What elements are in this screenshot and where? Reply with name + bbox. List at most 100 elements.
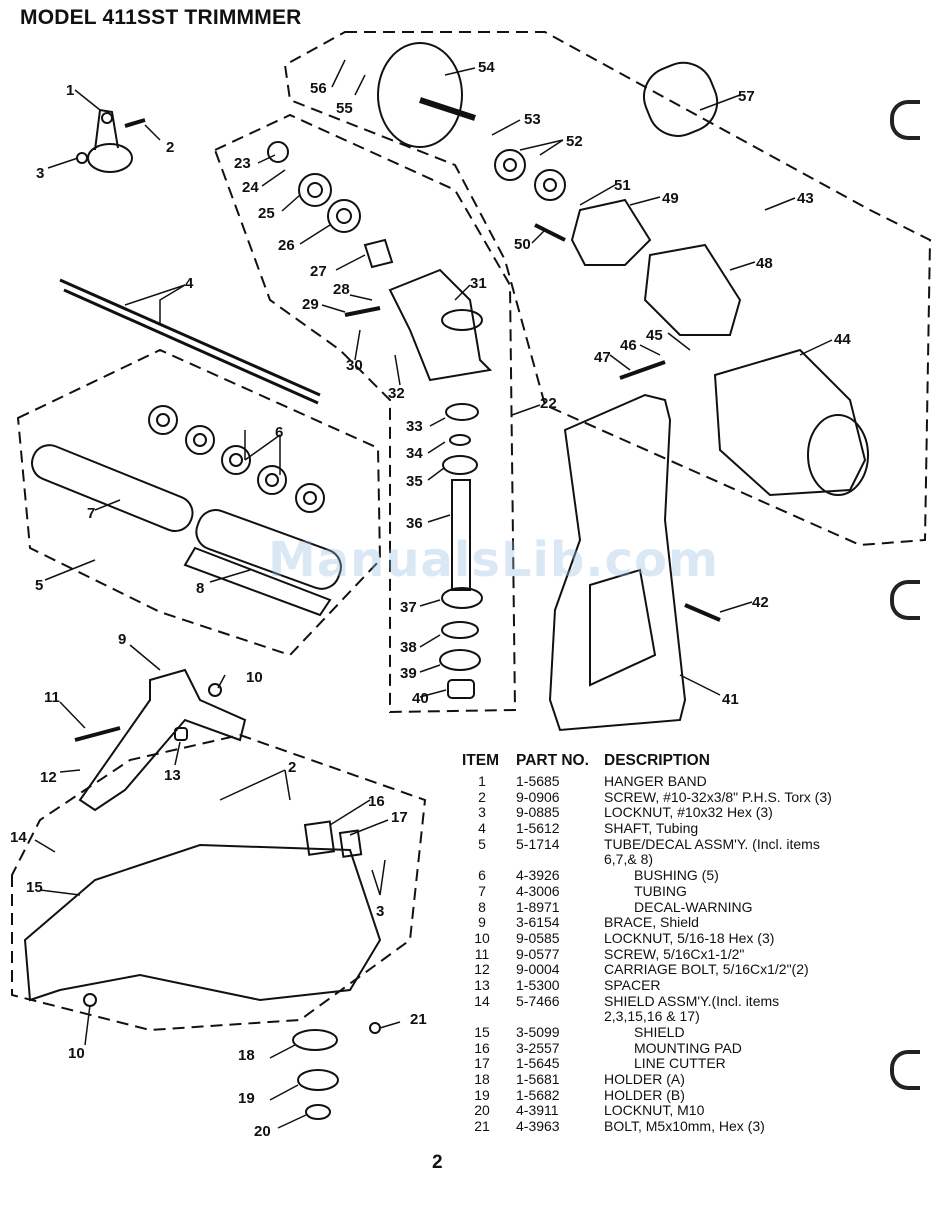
header-item: ITEM: [462, 752, 500, 769]
item-number: 16: [474, 1039, 490, 1056]
part-description: SCREW, 5/16Cx1-1/2": [604, 945, 745, 962]
item-number: 5: [478, 835, 486, 852]
callout-26: 26: [278, 237, 295, 254]
part-number: 4-3926: [516, 867, 560, 884]
part-description: 2,3,15,16 & 17): [604, 1008, 700, 1025]
callout-45: 45: [646, 327, 663, 344]
item-number: 6: [478, 867, 486, 884]
callout-34: 34: [406, 445, 423, 462]
part-number: 4-3911: [516, 1102, 559, 1119]
table-row: 2,3,15,16 & 17): [462, 1009, 902, 1025]
callout-18: 18: [238, 1047, 255, 1064]
callout-24: 24: [242, 179, 259, 196]
callout-40: 40: [412, 690, 429, 707]
part-number: 3-6154: [516, 914, 560, 931]
part-description: TUBING: [634, 882, 687, 899]
watermark: ManualsLib.com: [268, 532, 719, 588]
callout-30: 30: [346, 357, 363, 374]
part-number: 9-0004: [516, 961, 560, 978]
callout-46: 46: [620, 337, 637, 354]
callout-23: 23: [234, 155, 251, 172]
part-description: HOLDER (B): [604, 1086, 685, 1103]
part-description: HANGER BAND: [604, 773, 707, 789]
item-number: 12: [474, 961, 490, 978]
callout-6: 6: [275, 424, 283, 441]
callout-9: 9: [118, 631, 126, 648]
part-description: HOLDER (A): [604, 1071, 685, 1088]
callout-31: 31: [470, 275, 487, 292]
part-number: 4-3006: [516, 882, 560, 899]
part-number: 1-5612: [516, 820, 560, 837]
callout-13: 13: [164, 767, 181, 784]
part-number: 1-8971: [516, 898, 560, 915]
part-description: SHAFT, Tubing: [604, 820, 699, 837]
item-number: 18: [474, 1071, 490, 1088]
callout-2: 2: [166, 139, 174, 156]
item-number: 13: [474, 976, 490, 993]
callout-1: 1: [66, 82, 74, 99]
part-number: 1-5681: [516, 1071, 560, 1088]
callout-41: 41: [722, 691, 739, 708]
callout-47: 47: [594, 349, 611, 366]
part-number: 9-0585: [516, 929, 560, 946]
part-number: 3-5099: [516, 1024, 560, 1040]
item-number: 20: [474, 1102, 490, 1119]
callout-27: 27: [310, 263, 327, 280]
callout-50: 50: [514, 236, 531, 253]
callout-3: 3: [36, 165, 44, 182]
callout-16: 16: [368, 793, 385, 810]
parts-list-header: ITEM PART NO. DESCRIPTION: [462, 752, 902, 774]
item-number: 19: [474, 1086, 490, 1103]
callout-55: 55: [336, 100, 353, 117]
binder-hole-icon: [890, 580, 920, 620]
part-number: 5-7466: [516, 992, 560, 1009]
binder-hole-icon: [890, 1050, 920, 1090]
part-description: SHIELD ASSM'Y.(Incl. items: [604, 992, 780, 1009]
part-description: SHIELD: [634, 1024, 685, 1040]
callout-57: 57: [738, 88, 755, 105]
tube-decal-assembly-outline: [16, 348, 382, 657]
callout-11: 11: [44, 689, 60, 706]
part-number: 1-5300: [516, 976, 560, 993]
callout-4: 4: [185, 275, 194, 292]
part-description: SCREW, #10-32x3/8" P.H.S. Torx (3): [604, 788, 832, 805]
item-number: 1: [478, 773, 486, 789]
callout-17: 17: [391, 809, 408, 826]
header-description: DESCRIPTION: [604, 752, 710, 769]
callout-56: 56: [310, 80, 327, 97]
callout-33: 33: [406, 418, 423, 435]
table-row: 2 9-0906 SCREW, #10-32x3/8" P.H.S. Torx (3…: [462, 788, 902, 806]
callout-53: 53: [524, 111, 541, 128]
callout-3-shield: 3: [376, 903, 384, 920]
part-description: CARRIAGE BOLT, 5/16Cx1/2"(2): [604, 961, 809, 978]
callout-39: 39: [400, 665, 417, 682]
item-number: 21: [474, 1118, 490, 1135]
item-number: 2: [478, 788, 486, 805]
callout-10-brace: 10: [246, 669, 263, 686]
part-number: 9-0906: [516, 788, 560, 805]
callout-51: 51: [614, 177, 631, 194]
table-row: 18 1-5681 HOLDER (A): [462, 1071, 902, 1088]
callout-48: 48: [756, 255, 773, 272]
part-description: MOUNTING PAD: [634, 1039, 742, 1056]
part-description: TUBE/DECAL ASSM'Y. (Incl. items: [604, 835, 820, 852]
part-number: 9-0577: [516, 945, 560, 962]
part-description: BOLT, M5x10mm, Hex (3): [604, 1118, 765, 1135]
callout-5: 5: [35, 577, 43, 594]
part-number: 5-1714: [516, 835, 560, 852]
callout-52: 52: [566, 133, 583, 150]
callout-14: 14: [10, 829, 27, 846]
part-number: 1-5682: [516, 1086, 560, 1103]
callout-54: 54: [478, 59, 495, 76]
part-description: SPACER: [604, 976, 661, 993]
